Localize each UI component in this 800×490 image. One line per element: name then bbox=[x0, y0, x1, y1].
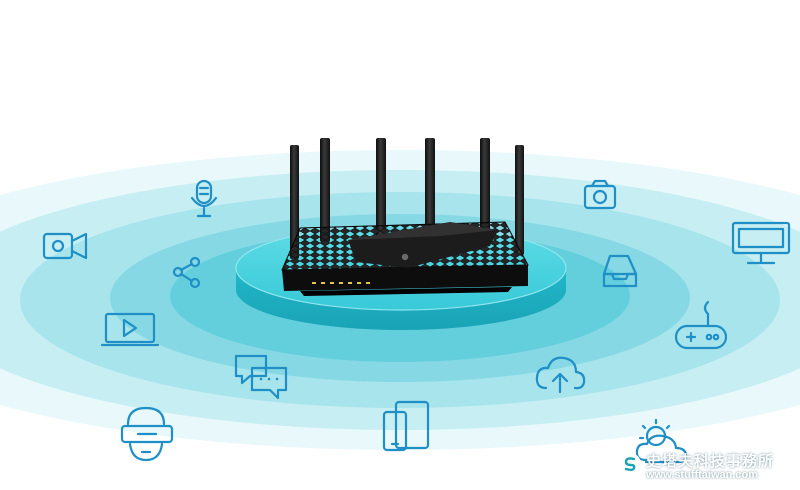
watermark-title: 史塔夫科技事務所 bbox=[646, 453, 775, 470]
microphone-icon bbox=[190, 179, 218, 218]
cloud-upload-icon bbox=[535, 356, 586, 394]
monitor-icon bbox=[731, 221, 791, 265]
tablet-phone-icon bbox=[382, 400, 430, 452]
watermark: 史塔夫科技事務所 www.stufftaiwan.com bbox=[614, 446, 782, 486]
router bbox=[281, 138, 529, 296]
antenna bbox=[480, 138, 490, 238]
share-icon bbox=[172, 256, 201, 289]
gamepad-icon bbox=[674, 300, 728, 350]
camera-icon bbox=[583, 179, 617, 210]
chat-icon bbox=[234, 354, 288, 400]
weather-icon bbox=[635, 418, 688, 464]
antenna bbox=[515, 145, 524, 255]
status-leds bbox=[312, 282, 370, 284]
antenna bbox=[290, 145, 299, 259]
video-player-icon bbox=[100, 312, 160, 347]
watermark-logo-icon bbox=[619, 453, 641, 475]
watermark-url: www.stufftaiwan.com bbox=[646, 469, 759, 481]
vr-headset-icon bbox=[120, 406, 174, 462]
antenna bbox=[320, 138, 330, 242]
inbox-icon bbox=[602, 254, 638, 288]
antenna bbox=[376, 138, 386, 238]
antenna bbox=[425, 138, 435, 234]
video-camera-icon bbox=[42, 232, 88, 260]
